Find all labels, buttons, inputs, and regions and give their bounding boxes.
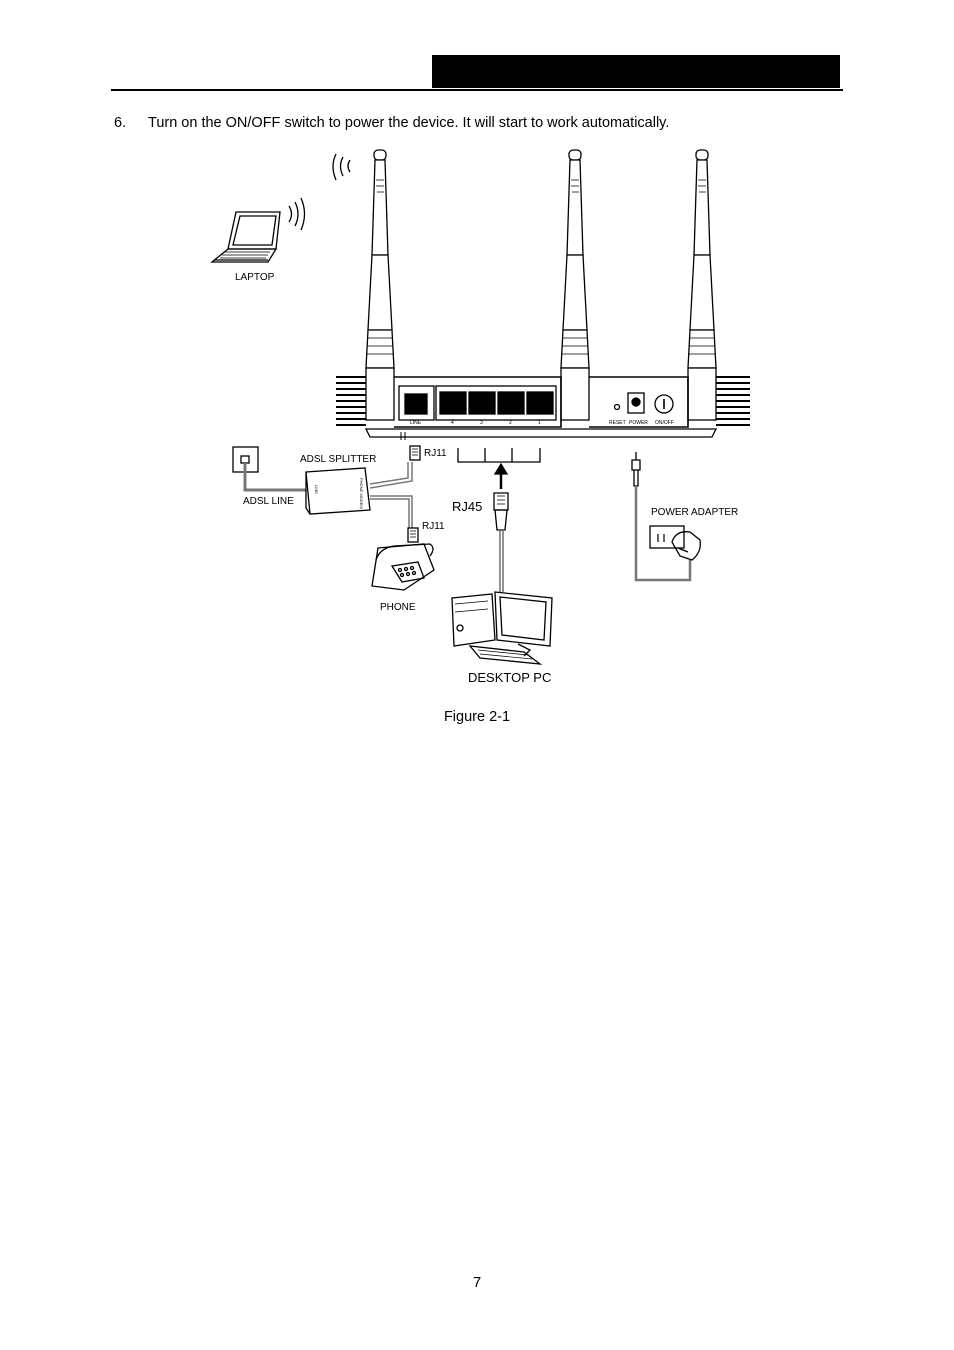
rj11-modem-cable: [369, 462, 413, 489]
power-adapter-icon: [649, 525, 701, 561]
figure-caption: Figure 2-1: [443, 709, 511, 725]
step-6: 6. Turn on the ON/OFF switch to power the…: [114, 115, 669, 131]
adsl-splitter-label: ADSL SPLITTER: [300, 454, 377, 465]
ethernet-cable: [499, 530, 504, 592]
rj11-bottom-label: RJ11: [422, 521, 445, 532]
laptop-signal-icon: [288, 197, 306, 231]
power-adapter-label: POWER ADAPTER: [651, 507, 739, 518]
header-bar: [432, 55, 840, 88]
step-number: 6.: [114, 115, 127, 131]
port-label-power: POWER: [629, 420, 648, 426]
antenna-left: [365, 149, 395, 421]
port-label-onoff: ON/OFF: [655, 420, 674, 426]
rj11-top-label: RJ11: [424, 448, 447, 459]
header-rule: [111, 89, 843, 91]
port-label-3: 3: [480, 420, 483, 426]
desktop-pc-icon: [451, 591, 553, 665]
port-label-reset: RESET: [609, 420, 626, 426]
page-number: 7: [472, 1274, 482, 1291]
antenna-right: [687, 149, 717, 421]
rj11-bottom-plug-icon: [407, 527, 419, 543]
step-text: Turn on the ON/OFF switch to power the d…: [148, 115, 670, 131]
port-label-2: 2: [509, 420, 512, 426]
port-label-line: LINE: [410, 420, 422, 426]
lan-bracket: [457, 448, 541, 463]
splitter-label-phone-modem: PHONE MODEM: [359, 478, 364, 509]
adsl-line-cable: [243, 463, 306, 492]
wireless-signal-icon: [332, 153, 351, 181]
rj45-plug-icon: [493, 492, 509, 531]
splitter-label-line: LINE: [314, 485, 319, 494]
laptop-label: LAPTOP: [235, 272, 275, 283]
power-plug-icon: [631, 452, 641, 487]
router-rear-panel: [336, 376, 750, 438]
adsl-line-label: ADSL LINE: [243, 496, 294, 507]
port-label-1: 1: [538, 420, 541, 426]
phone-icon: [371, 543, 435, 591]
desktop-pc-label: DESKTOP PC: [468, 670, 552, 685]
power-cable: [634, 486, 692, 582]
antenna-middle: [560, 149, 590, 421]
rj45-label: RJ45: [452, 499, 483, 514]
adsl-splitter-icon: [305, 467, 371, 515]
rj11-top-plug-icon: [409, 445, 421, 461]
rj11-phone-cable: [370, 495, 413, 528]
phone-label: PHONE: [380, 602, 416, 613]
laptop-icon: [210, 211, 281, 263]
port-label-4: 4: [451, 420, 454, 426]
